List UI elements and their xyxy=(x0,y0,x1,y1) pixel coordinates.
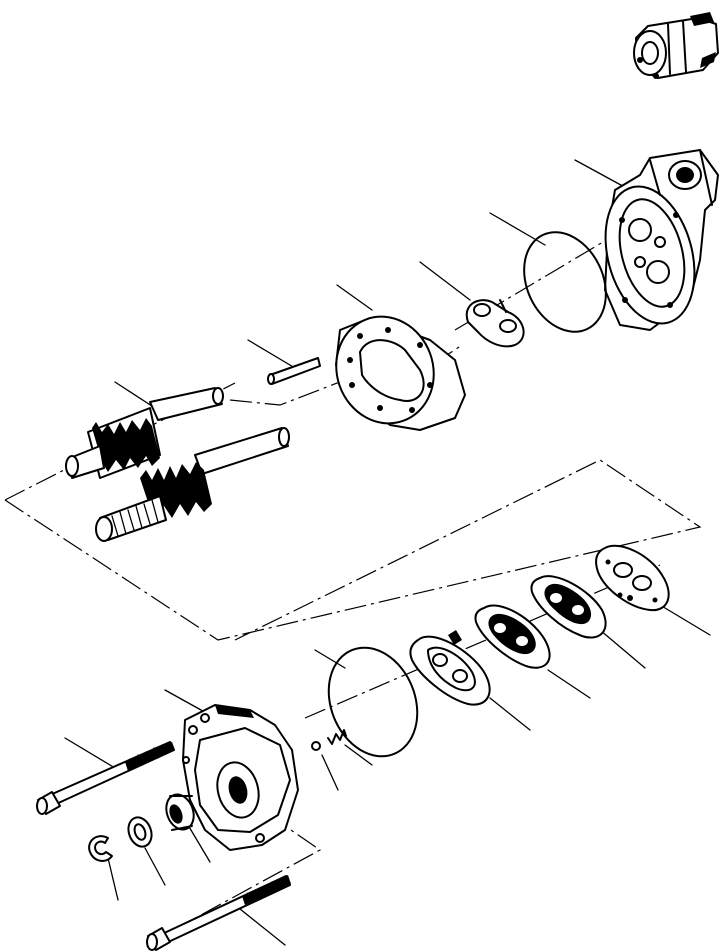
leader-lines xyxy=(64,159,711,946)
pump-assembly-icon xyxy=(633,12,719,79)
leader-o-ring-lower xyxy=(314,649,346,669)
shaft-seal-icon xyxy=(165,793,195,831)
gear-housing-icon xyxy=(335,315,466,431)
snap-ring-icon xyxy=(88,835,113,862)
leader-thrust-plate xyxy=(659,604,711,636)
gasket-icon xyxy=(530,575,607,639)
leader-rear-housing xyxy=(574,159,631,191)
front-cover-icon xyxy=(182,704,299,851)
leader-snap-ring xyxy=(107,857,119,901)
rear-housing-icon xyxy=(604,149,719,331)
dowel-pin-icon xyxy=(267,357,321,385)
washer-icon xyxy=(127,816,153,848)
bolt-icon xyxy=(36,741,175,815)
thrust-plate-icon xyxy=(595,544,670,612)
leader-o-ring-upper xyxy=(489,212,546,246)
leader-ball xyxy=(321,754,339,791)
leader-gasket-2 xyxy=(547,669,591,699)
leader-spring xyxy=(344,744,373,766)
o-ring-icon xyxy=(327,646,419,758)
leader-wear-plate xyxy=(489,697,531,731)
leader-gasket-1 xyxy=(599,629,646,669)
drive-shaft-icon xyxy=(95,427,290,542)
leader-bolt-upper xyxy=(64,737,116,769)
spring-icon xyxy=(311,729,347,751)
o-ring-icon xyxy=(523,231,607,333)
leader-seal-upper xyxy=(419,261,471,301)
leader-washer xyxy=(144,847,166,886)
bolt-icon xyxy=(146,875,291,951)
seal-icon xyxy=(465,299,525,348)
wear-plate-icon xyxy=(409,630,491,706)
gasket-icon xyxy=(474,604,551,669)
leader-dowel-pin xyxy=(247,339,296,369)
leader-bolt-lower xyxy=(234,904,286,946)
gear-shaft-icon xyxy=(65,387,224,479)
leader-gear-housing xyxy=(336,284,373,311)
